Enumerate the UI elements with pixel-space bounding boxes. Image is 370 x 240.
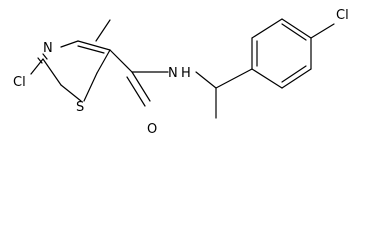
bond-ch-aryl <box>215 68 253 89</box>
bond-ar-3-double <box>281 23 307 41</box>
molecule-structure-diagram: Cl N S N H O Cl <box>13 8 349 137</box>
bond-ar-2 <box>251 18 283 39</box>
bond-ar-3 <box>281 18 312 39</box>
bond-c5-c6 <box>96 49 111 74</box>
bond-c2-n3 <box>42 53 48 60</box>
bond-c4-methyl <box>95 19 111 42</box>
molecule-drawing: Cl N S N H O Cl <box>13 8 349 137</box>
bond-c5-carbonyl <box>109 49 133 73</box>
bond-c2-n3-double <box>37 57 43 64</box>
bond-n-ch <box>195 71 217 89</box>
bond-c2-cl <box>30 58 44 75</box>
atom-cl-thiazole: Cl <box>13 75 26 90</box>
bond-aryl-cl <box>310 23 335 39</box>
atom-n-ring: N <box>43 41 53 56</box>
atom-o-carbonyl: O <box>147 122 157 137</box>
atom-n-amide: N <box>168 66 178 81</box>
bond-c4-c5 <box>77 40 111 51</box>
bond-c2-ring <box>42 58 62 86</box>
atom-h-amide: H <box>181 66 191 81</box>
bond-c4-c5-double <box>77 45 105 54</box>
atom-cl-phenyl: Cl <box>336 8 349 23</box>
atom-s-ring: S <box>76 100 84 115</box>
bond-s1-c2 <box>60 84 82 102</box>
bond-c6-s1 <box>83 72 98 102</box>
bond-ar-6 <box>251 68 283 89</box>
bond-ar-5 <box>281 68 312 89</box>
bond-carbonyl-o <box>131 71 151 102</box>
bond-n3-c4 <box>60 40 79 48</box>
bond-ar-5-double <box>281 65 307 83</box>
bond-carbonyl-o-double <box>126 76 146 107</box>
